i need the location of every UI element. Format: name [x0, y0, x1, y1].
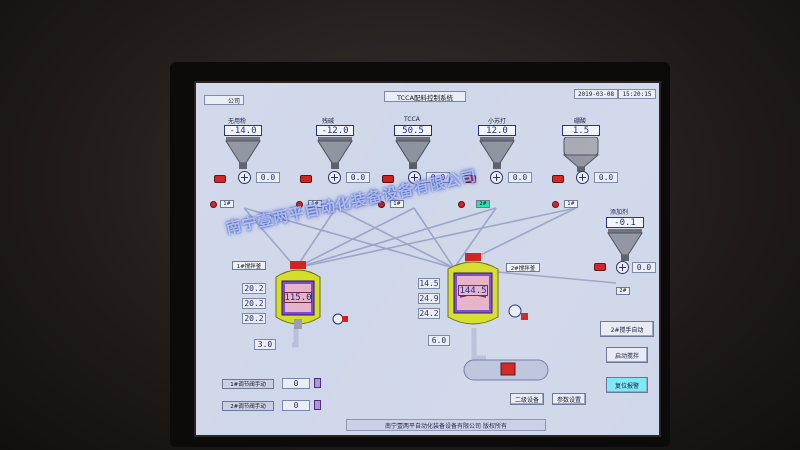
mixer-2-value-2: 24.9	[418, 293, 440, 304]
start-mix-button[interactable]: 启动搅拌	[606, 347, 648, 363]
hopper-3-alarm-icon	[378, 201, 385, 208]
hopper-4-pv: 12.0	[478, 125, 516, 136]
mixer-2-valve-icon[interactable]	[508, 303, 528, 325]
mixer-1-value-3: 20.2	[242, 313, 266, 324]
hopper-3-setpoint[interactable]: 0.0	[426, 172, 450, 183]
hopper-4-alarm-icon	[458, 201, 465, 208]
regulator-2-value[interactable]: 0	[282, 400, 310, 411]
mixer-2-value-1: 14.5	[418, 278, 440, 289]
hopper-3-pv: 50.5	[394, 125, 432, 136]
hopper-5-icon	[562, 137, 600, 172]
hopper-3-feeder-icon[interactable]	[408, 171, 421, 184]
regulator-2-label: 2#调节阀手动	[222, 401, 274, 411]
hopper-6-motor-icon[interactable]	[594, 263, 606, 271]
hopper-6-feeder-icon[interactable]	[616, 261, 629, 274]
hopper-1-setpoint[interactable]: 0.0	[256, 172, 280, 183]
secondary-settings-button[interactable]: 二级设备	[510, 393, 544, 405]
hopper-1-pv: -14.0	[224, 125, 262, 136]
mixer-1-valve-icon[interactable]	[332, 311, 348, 327]
date-text: 2019-03-08	[577, 90, 615, 98]
hopper-5-pv: 1.5	[562, 125, 600, 136]
regulator-1-value[interactable]: 0	[282, 378, 310, 389]
hopper-5-motor-icon[interactable]	[552, 175, 564, 183]
mixer-1-label: 1#搅拌釜	[232, 261, 266, 270]
time-display: 15:20:15	[618, 89, 656, 99]
hopper-5-feeder-tag: 1#	[564, 200, 578, 208]
hopper-5-alarm-icon	[552, 201, 559, 208]
hopper-1-motor-icon[interactable]	[214, 175, 226, 183]
hopper-1-icon	[225, 137, 261, 169]
page-title: TCCA配料控制系统	[384, 91, 466, 102]
hopper-5-feeder-icon[interactable]	[576, 171, 589, 184]
regulator-2-indicator	[314, 400, 321, 410]
hopper-3-motor-icon[interactable]	[382, 175, 394, 183]
footer-bar: 南宁壹两平自动化装备设备有限公司 版权所有	[346, 419, 546, 431]
hopper-4-name: 小苏打	[488, 118, 507, 125]
hopper-2-feeder-icon[interactable]	[328, 171, 341, 184]
hopper-6-feeder-tag: 2#	[616, 287, 630, 295]
hopper-3-icon	[395, 137, 431, 169]
hopper-3-feeder-tag: 1#	[390, 200, 404, 208]
hmi-screen: 公司 TCCA配料控制系统 2019-03-08 15:20:15 无用粉 -1…	[196, 83, 659, 435]
date-display: 2019-03-08	[574, 89, 618, 99]
hopper-4-icon	[479, 137, 515, 169]
mixer-1-value-2: 20.2	[242, 298, 266, 309]
hopper-2-pv: -12.0	[316, 125, 354, 136]
regulator-1-indicator	[314, 378, 321, 388]
manual-auto-button[interactable]: 2#搅手自动	[600, 321, 654, 337]
hopper-4-feeder-icon[interactable]	[490, 171, 503, 184]
param-settings-button[interactable]: 参数设置	[552, 393, 586, 405]
hopper-3-name: TCCA	[404, 116, 420, 123]
hopper-1-alarm-icon	[210, 201, 217, 208]
hopper-1-feeder-icon[interactable]	[238, 171, 251, 184]
mixer-1-value-1: 20.2	[242, 283, 266, 294]
hopper-5-name: 硼酸	[574, 118, 587, 125]
hopper-6-name: 添加剂	[610, 209, 629, 216]
page-title-text: TCCA配料控制系统	[396, 93, 454, 102]
hopper-2-icon	[317, 137, 353, 169]
hopper-2-feeder-tag: 1#	[308, 200, 322, 208]
hopper-2-motor-icon[interactable]	[300, 175, 312, 183]
mixer-1-weight: 115.0	[284, 292, 312, 303]
hopper-5-setpoint[interactable]: 0.0	[594, 172, 618, 183]
hopper-2-alarm-icon	[296, 201, 303, 208]
hopper-1-name: 无用粉	[228, 118, 247, 125]
hopper-6-pv: -0.1	[606, 217, 644, 228]
regulator-1-label: 1#调节阀手动	[222, 379, 274, 389]
hopper-4-feeder-tag: 2#	[476, 200, 490, 208]
pipe-lines	[243, 207, 617, 381]
reset-alarm-button[interactable]: 复位报警	[606, 377, 648, 393]
hopper-6-icon	[607, 229, 643, 261]
mixer-2-weight: 144.5	[458, 285, 488, 296]
footer-copyright: 南宁壹两平自动化装备设备有限公司 版权所有	[385, 422, 507, 430]
hopper-2-setpoint[interactable]: 0.0	[346, 172, 370, 183]
time-text: 15:20:15	[622, 90, 652, 98]
company-field[interactable]: 公司	[204, 95, 244, 105]
hopper-6-setpoint[interactable]: 0.0	[632, 262, 656, 273]
hopper-2-name: 残碱	[322, 118, 335, 125]
mixer-1-output: 3.0	[254, 339, 276, 350]
mixer-2-label: 2#搅拌釜	[506, 263, 540, 272]
hopper-1-feeder-tag: 1#	[220, 200, 234, 208]
hopper-4-motor-icon[interactable]	[464, 175, 476, 183]
mixer-2-output: 6.0	[428, 335, 450, 346]
mixer-2-value-3: 24.2	[418, 308, 440, 319]
company-label: 公司	[227, 97, 240, 105]
hopper-4-setpoint[interactable]: 0.0	[508, 172, 532, 183]
